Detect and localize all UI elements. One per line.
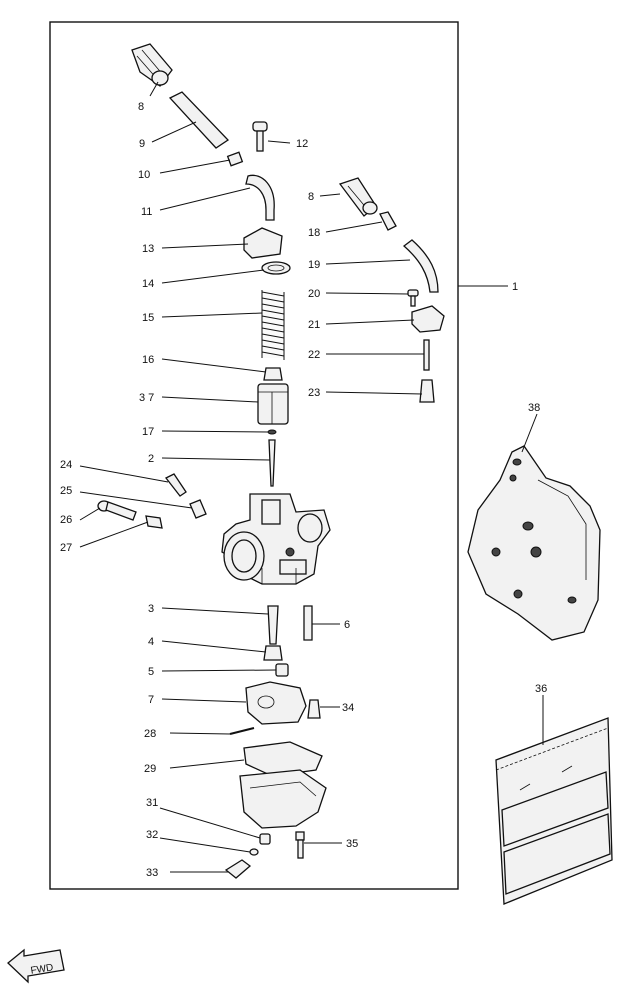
callout-35: 35: [346, 838, 358, 850]
callout-27: 27: [60, 542, 72, 554]
callout-14: 14: [142, 278, 154, 290]
front-arrow-label: FWD: [30, 962, 54, 976]
part-17-clip: [267, 429, 277, 435]
part-21-holder: [411, 305, 445, 333]
callout-6: 6: [344, 619, 350, 631]
callout-3: 3: [148, 603, 154, 615]
callout-36: 36: [535, 683, 547, 695]
callout-12: 12: [296, 138, 308, 150]
callout-24: 24: [60, 459, 72, 471]
part-10-nut: [226, 151, 244, 167]
part-18-adjuster: [379, 211, 397, 231]
part-14-ring: [261, 261, 291, 275]
part-22-rod: [423, 339, 430, 371]
callout-20: 20: [308, 288, 320, 300]
callout-8b: 8: [308, 191, 314, 203]
callout-11: 11: [141, 206, 152, 218]
part-38-insulator: [467, 445, 601, 641]
part-33-drain-screw: [224, 859, 252, 879]
callout-7: 7: [148, 694, 154, 706]
part-24-screw: [165, 473, 187, 497]
part-19-pipe: [402, 239, 439, 293]
callout-23: 23: [308, 387, 320, 399]
callout-25: 25: [60, 485, 72, 497]
part-carburetor-body: [221, 493, 331, 585]
callout-18: 18: [308, 227, 320, 239]
leader-lines: [79, 81, 544, 873]
callout-38: 38: [528, 402, 540, 414]
callout-4: 4: [148, 636, 154, 648]
callout-16: 16: [142, 354, 154, 366]
callout-21: 21: [308, 319, 320, 331]
part-36-gasket-bag: [495, 717, 613, 905]
callout-28: 28: [144, 728, 156, 740]
part-13-holder: [243, 227, 283, 259]
part-9-tube: [168, 91, 230, 149]
part-26-air-screw: [97, 500, 137, 521]
callout-10: 10: [138, 169, 150, 181]
part-7-float: [245, 681, 307, 725]
callout-34: 34: [342, 702, 354, 714]
part-4-main-jet: [263, 645, 283, 661]
part-32-o-ring: [249, 848, 259, 856]
part-float-bowl: [239, 769, 327, 829]
callout-1: 1: [512, 281, 518, 293]
callout-29: 29: [144, 763, 156, 775]
callout-26: 26: [60, 514, 72, 526]
part-16-retainer: [263, 367, 283, 381]
part-20-screw: [407, 289, 419, 307]
assembly-frame: [49, 21, 459, 890]
callout-17: 17: [142, 426, 154, 438]
part-8-cable-adjuster-2: [338, 177, 378, 217]
callout-9: 9: [139, 138, 145, 150]
callout-8a: 8: [138, 101, 144, 113]
part-25-spring: [189, 499, 207, 519]
callout-33: 33: [146, 867, 158, 879]
part-35-screw: [295, 831, 305, 859]
callout-2: 2: [148, 453, 154, 465]
part-12-screw: [252, 121, 268, 152]
callout-13: 13: [142, 243, 154, 255]
part-8-cable-adjuster: [131, 43, 173, 87]
part-37-throttle-valve: [257, 383, 289, 425]
callout-37: 3 7: [139, 392, 154, 404]
part-34-float-valve: [307, 699, 321, 719]
callout-31: 31: [146, 797, 158, 809]
part-28-pin: [229, 727, 255, 735]
part-2-needle: [268, 439, 276, 487]
part-11-bent-pipe: [245, 174, 275, 221]
part-15-spring: [261, 290, 285, 360]
callout-15: 15: [142, 312, 154, 324]
callout-19: 19: [308, 259, 320, 271]
callout-5: 5: [148, 666, 154, 678]
part-5-nut: [275, 663, 289, 677]
part-27-spring: [145, 515, 163, 529]
part-31-plug: [259, 833, 271, 845]
part-29-gasket: [243, 741, 323, 777]
callout-32: 32: [146, 829, 158, 841]
part-6-pilot-jet: [303, 605, 313, 641]
part-23-cap: [419, 379, 435, 403]
part-3-jet-holder: [267, 605, 279, 645]
callout-22: 22: [308, 349, 320, 361]
front-direction-arrow: FWD: [7, 948, 65, 984]
